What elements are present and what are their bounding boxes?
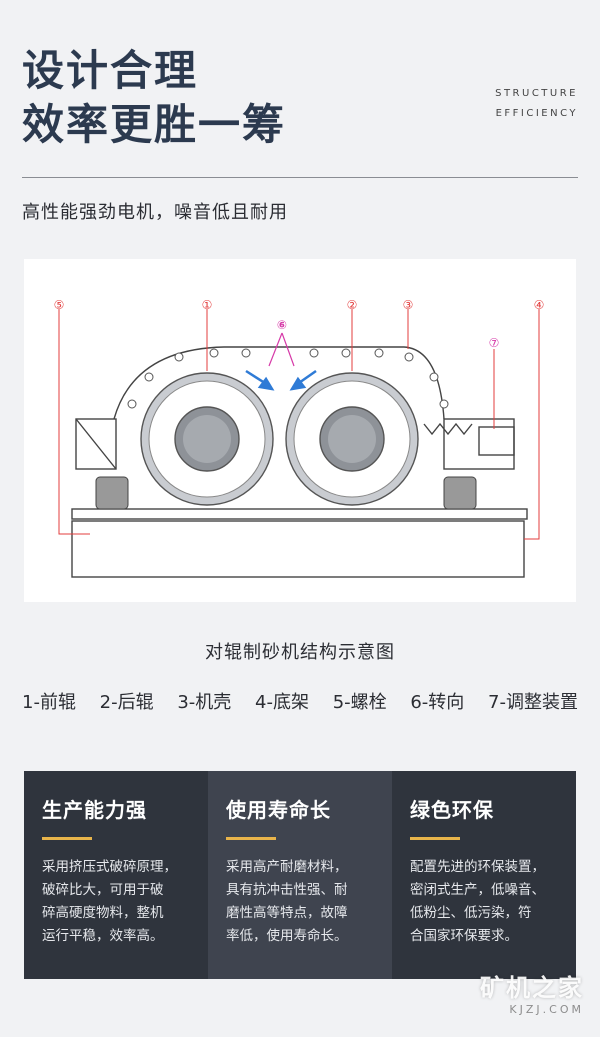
adjust-spring [423, 422, 473, 436]
front-roller [140, 372, 274, 506]
feature-card-accent [226, 837, 276, 840]
base-frame [71, 520, 525, 578]
english-subtitle-line1: STRUCTURE [495, 88, 578, 99]
callout-2: ② [347, 298, 358, 312]
text-line: 密闭式生产，低噪音、 [410, 882, 545, 898]
watermark-cn: 矿机之家 [480, 974, 584, 1002]
left-frame [75, 418, 117, 470]
callout-7: ⑦ [489, 336, 500, 350]
section-subtitle: 高性能强劲电机，噪音低且耐用 [22, 202, 288, 223]
part-label: 6-转向 [410, 692, 465, 713]
diagram-caption: 对辊制砂机结构示意图 [205, 642, 395, 663]
text-line: 率低，使用寿命长。 [226, 928, 348, 944]
part-label: 5-螺栓 [332, 692, 387, 713]
text-line: 碎高硬度物料，整机 [42, 905, 164, 921]
feature-cards: 生产能力强 采用挤压式破碎原理， 破碎比大，可用于破 碎高硬度物料，整机 运行平… [24, 771, 576, 979]
text-line: 低粉尘、低污染，符 [410, 905, 532, 921]
part-label: 3-机壳 [177, 692, 232, 713]
watermark-en: KJZJ.COM [509, 1003, 584, 1016]
text-line: 配置先进的环保装置， [410, 859, 545, 875]
feature-card-title: 绿色环保 [410, 798, 494, 822]
parts-legend: 1-前辊 2-后辊 3-机壳 4-底架 5-螺栓 6-转向 7-调整装置 [22, 688, 578, 714]
text-line: 采用高产耐磨材料， [226, 859, 348, 875]
callout-3: ③ [403, 298, 414, 312]
leader-5 [58, 309, 90, 535]
text-line: 合国家环保要求。 [410, 928, 518, 944]
page-title-line1: 设计合理 [22, 46, 199, 95]
right-bearing [443, 476, 477, 510]
title-block: 设计合理 效率更胜一筹 [22, 44, 286, 152]
part-label: 2-后辊 [99, 692, 154, 713]
rear-roller [285, 372, 419, 506]
part-label: 7-调整装置 [488, 692, 578, 713]
feature-card-text: 配置先进的环保装置， 密闭式生产，低噪音、 低粉尘、低污染，符 合国家环保要求。 [410, 856, 558, 948]
site-watermark: 矿机之家 KJZJ.COM [480, 968, 584, 1016]
feature-card-text: 采用高产耐磨材料， 具有抗冲击性强、耐 磨性高等特点，故障 率低，使用寿命长。 [226, 856, 374, 948]
page-title-line2: 效率更胜一筹 [22, 100, 287, 149]
structure-diagram: ⑤ ① ⑥ ② ③ ⑦ ④ [24, 259, 576, 602]
feature-card-title: 生产能力强 [42, 798, 147, 822]
feature-card-text: 采用挤压式破碎原理， 破碎比大，可用于破 碎高硬度物料，整机 运行平稳，效率高。 [42, 856, 190, 948]
callout-6: ⑥ [277, 318, 287, 332]
text-line: 具有抗冲击性强、耐 [226, 882, 348, 898]
header-divider [22, 177, 578, 178]
callout-4: ④ [534, 298, 545, 312]
rotation-arrows [245, 332, 317, 391]
feature-card-eco: 绿色环保 配置先进的环保装置， 密闭式生产，低噪音、 低粉尘、低污染，符 合国家… [392, 771, 576, 979]
feature-card-lifespan: 使用寿命长 采用高产耐磨材料， 具有抗冲击性强、耐 磨性高等特点，故障 率低，使… [208, 771, 392, 979]
feature-card-accent [410, 837, 460, 840]
text-line: 破碎比大，可用于破 [42, 882, 164, 898]
roller-crusher-drawing: ⑤ ① ⑥ ② ③ ⑦ ④ [54, 298, 545, 578]
part-label: 1-前辊 [22, 692, 76, 713]
leader-4 [524, 309, 540, 540]
text-line: 运行平稳，效率高。 [42, 928, 164, 944]
feature-card-capacity: 生产能力强 采用挤压式破碎原理， 破碎比大，可用于破 碎高硬度物料，整机 运行平… [24, 771, 208, 979]
text-line: 采用挤压式破碎原理， [42, 859, 177, 875]
callout-5: ⑤ [54, 298, 65, 312]
text-line: 磨性高等特点，故障 [226, 905, 348, 921]
english-subtitle: STRUCTURE EFFICIENCY [495, 84, 578, 124]
feature-card-accent [42, 837, 92, 840]
adjust-block [478, 426, 515, 456]
part-label: 4-底架 [255, 692, 309, 713]
base-plate [71, 508, 528, 520]
left-bearing [95, 476, 129, 510]
feature-card-title: 使用寿命长 [226, 798, 331, 822]
callout-1: ① [202, 298, 213, 312]
english-subtitle-line2: EFFICIENCY [495, 108, 578, 119]
